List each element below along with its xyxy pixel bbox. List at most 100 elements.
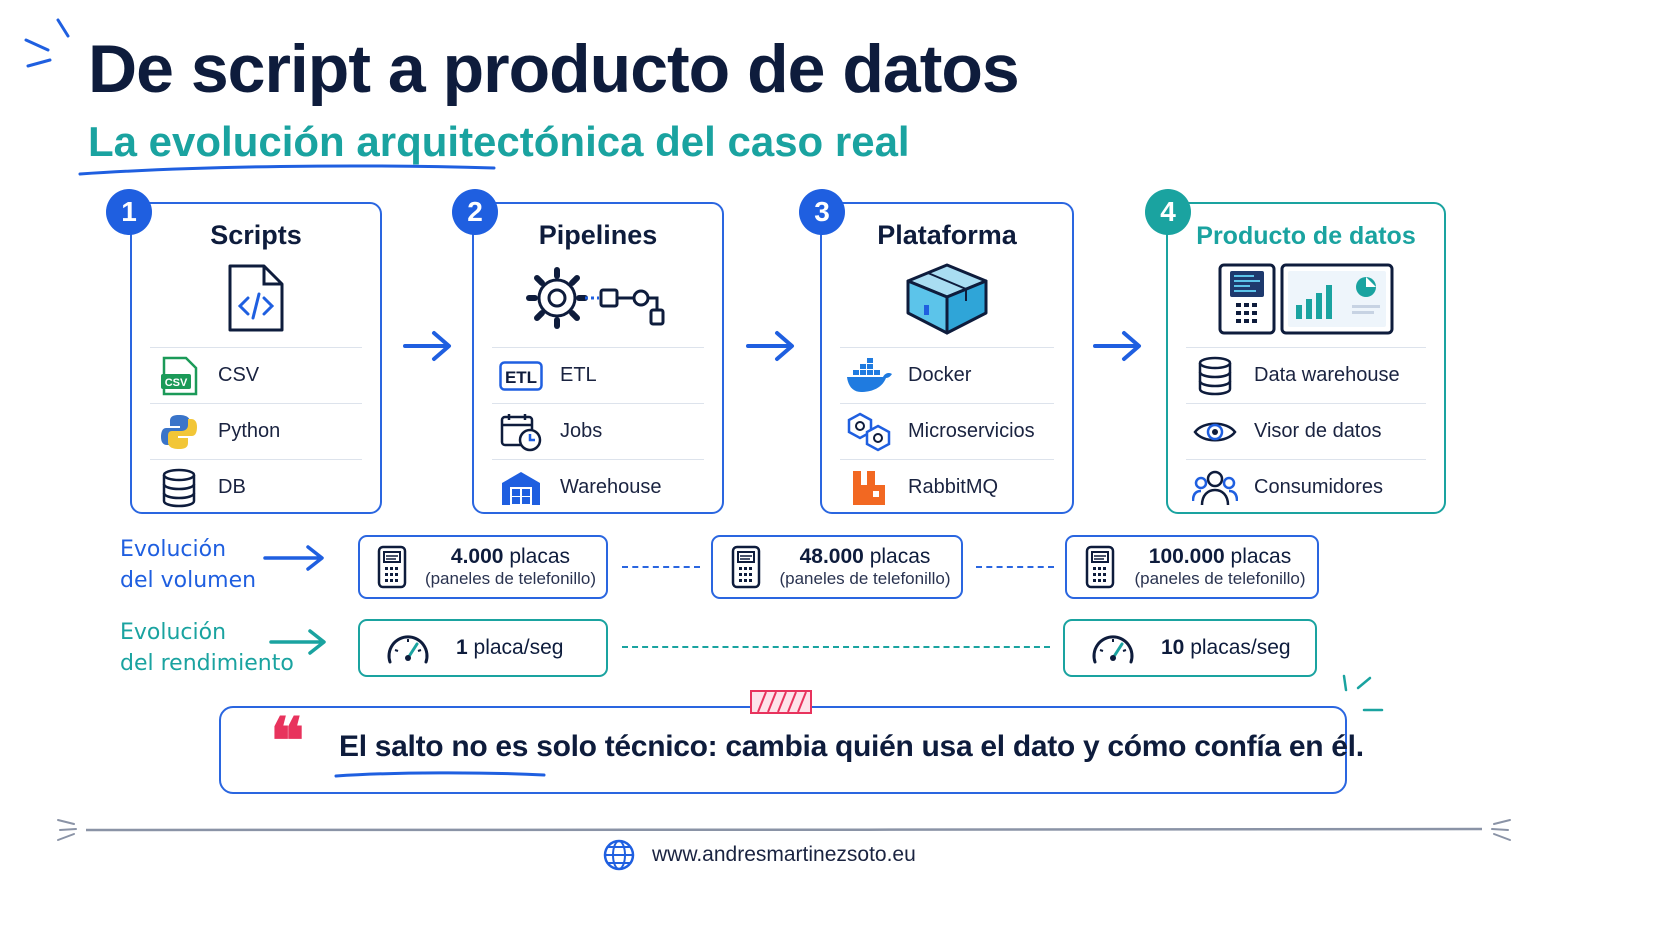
connector-dashed: [622, 646, 1050, 648]
stage-card-pipelines: Pipelines ETL ETL Jobs Warehouse: [472, 202, 724, 514]
list-item: Microservicios: [840, 403, 1054, 459]
list-item: Visor de datos: [1186, 403, 1426, 459]
stage-card-producto-de-datos: Producto de datos Data warehouse Visor d…: [1166, 202, 1446, 514]
stage-title: Producto de datos: [1196, 222, 1416, 250]
performance-value: 1: [456, 636, 468, 659]
item-label: Visor de datos: [1254, 420, 1382, 442]
csv-file-icon: CSV: [150, 356, 208, 396]
volume-stage-1: 4.000 placas (paneles de telefonillo): [358, 535, 608, 599]
volume-label-line2: del volumen: [120, 568, 257, 593]
item-label: RabbitMQ: [908, 476, 999, 498]
volume-unit: placas: [869, 545, 931, 568]
step-badge-1: 1: [106, 189, 152, 235]
performance-label-line2: del rendimiento: [120, 651, 294, 676]
etl-icon: ETL: [492, 360, 550, 391]
volume-value: 4.000: [450, 545, 504, 568]
sparkle-lines-icon: [1342, 674, 1384, 712]
svg-text:CSV: CSV: [165, 377, 188, 389]
performance-label-line1: Evolución: [120, 620, 227, 645]
item-label: ETL: [560, 364, 597, 386]
speedometer-icon: [1065, 630, 1161, 666]
dashboard-screen-icon: [1168, 251, 1444, 347]
arrow-right-icon: [746, 331, 794, 361]
volume-unit: placas: [509, 545, 571, 568]
globe-icon: [603, 839, 635, 871]
item-label: Jobs: [560, 420, 603, 442]
item-label: Data warehouse: [1254, 364, 1400, 386]
database-icon: [150, 468, 208, 508]
intercom-panel-icon: [1067, 545, 1133, 589]
step-badge-4: 4: [1145, 189, 1191, 235]
sparkle-lines-icon: [24, 18, 70, 68]
stage-title: Pipelines: [538, 220, 658, 250]
footer-divider: [57, 819, 1511, 841]
item-label: Warehouse: [560, 476, 662, 498]
intercom-panel-icon: [360, 545, 425, 589]
docker-icon: [840, 357, 898, 394]
list-item: Python: [150, 403, 362, 459]
list-item: Jobs: [492, 403, 704, 459]
connector-dashed: [622, 566, 700, 568]
list-item: Consumidores: [1186, 459, 1426, 515]
list-item: ETL ETL: [492, 347, 704, 403]
website-link[interactable]: www.andresmartinezsoto.eu: [652, 843, 916, 866]
volume-stage-2: 48.000 placas (paneles de telefonillo): [711, 535, 963, 599]
quote-mark-icon: ❝: [270, 704, 305, 779]
volume-stage-3: 100.000 placas (paneles de telefonillo): [1065, 535, 1319, 599]
eye-icon: [1186, 418, 1244, 446]
performance-unit: placa/seg: [473, 636, 564, 659]
washi-tape-decoration: [750, 690, 812, 714]
calendar-clock-icon: [492, 412, 550, 452]
list-item: RabbitMQ: [840, 459, 1054, 515]
item-label: Microservicios: [908, 420, 1035, 442]
list-item: Docker: [840, 347, 1054, 403]
performance-stage-2: 10 placas/seg: [1063, 619, 1317, 677]
list-item: Warehouse: [492, 459, 704, 515]
volume-unit: placas: [1230, 545, 1292, 568]
speedometer-icon: [360, 630, 456, 666]
volume-value: 48.000: [799, 545, 864, 568]
database-icon: [1186, 356, 1244, 396]
hexagon-gears-icon: [840, 412, 898, 452]
list-item: CSV CSV: [150, 347, 362, 403]
item-label: Consumidores: [1254, 476, 1383, 498]
svg-text:ETL: ETL: [505, 368, 537, 387]
volume-value: 100.000: [1148, 545, 1225, 568]
step-badge-2: 2: [452, 189, 498, 235]
stage-card-scripts: Scripts CSV CSV Python DB: [130, 202, 382, 514]
performance-label: Evolución del rendimiento: [120, 617, 294, 679]
stage-title: Plataforma: [877, 220, 1017, 250]
list-item: Data warehouse: [1186, 347, 1426, 403]
container-box-icon: [822, 251, 1072, 347]
intercom-panel-icon: [713, 545, 779, 589]
performance-value: 10: [1161, 636, 1185, 659]
page-title: De script a producto de datos: [88, 31, 1020, 107]
volume-note: (paneles de telefonillo): [1134, 569, 1306, 588]
arrow-right-icon: [269, 629, 326, 655]
performance-stage-1: 1 placa/seg: [358, 619, 608, 677]
gear-pipeline-icon: [474, 251, 722, 347]
page-subtitle: La evolución arquitectónica del caso rea…: [88, 118, 910, 165]
item-label: Python: [218, 420, 281, 442]
list-item: DB: [150, 459, 362, 515]
rabbitmq-icon: [840, 469, 898, 507]
item-label: CSV: [218, 364, 260, 386]
python-icon: [150, 413, 208, 451]
item-label: Docker: [908, 364, 972, 386]
quote-text: El salto no es solo técnico: cambia quié…: [339, 730, 1364, 763]
stage-title: Scripts: [210, 220, 302, 250]
arrow-right-icon: [1093, 331, 1141, 361]
code-file-icon: [132, 251, 380, 347]
warehouse-icon: [492, 469, 550, 507]
arrow-right-icon: [263, 545, 324, 571]
users-icon: [1186, 469, 1244, 507]
performance-unit: placas/seg: [1190, 636, 1291, 659]
volume-note: (paneles de telefonillo): [779, 569, 951, 588]
stage-card-plataforma: Plataforma Docker Microservicios RabbitM…: [820, 202, 1074, 514]
item-label: DB: [218, 476, 246, 498]
volume-note: (paneles de telefonillo): [424, 569, 596, 588]
quote-underline: [334, 771, 546, 778]
step-badge-3: 3: [799, 189, 845, 235]
volume-label: Evolución del volumen: [120, 534, 256, 596]
connector-dashed: [976, 566, 1054, 568]
